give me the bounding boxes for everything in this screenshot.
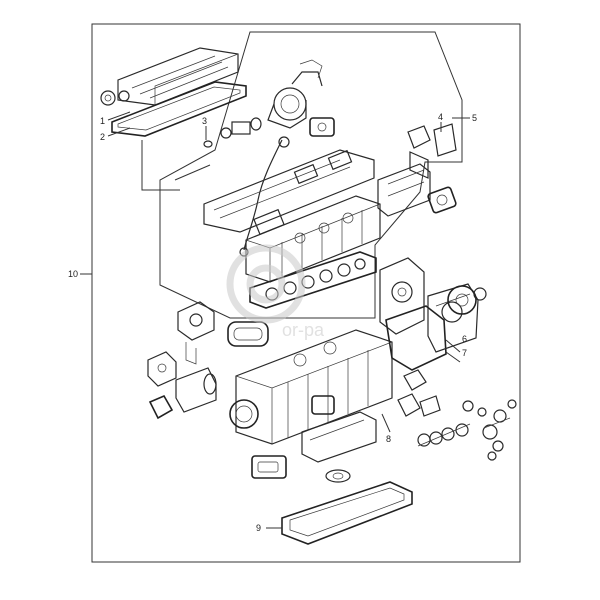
intake-flange-gasket: [427, 186, 457, 214]
water-pump-small: [147, 351, 177, 387]
engine-block: [235, 329, 393, 445]
oil-cooler-gasket: [447, 285, 487, 315]
timing-case-gasket: [385, 305, 447, 371]
intake-connector: [407, 123, 457, 179]
pickup-gasket: [251, 455, 287, 479]
callout-2: 2: [100, 132, 105, 142]
front-seal: [482, 417, 511, 461]
callout-9: 9: [256, 523, 261, 533]
timing-cover-seal: [229, 399, 259, 429]
starter-motor: [175, 367, 217, 413]
cylinder-head: [245, 195, 381, 283]
oil-cooler: [427, 283, 479, 353]
diagram-frame: [91, 23, 521, 563]
head-kit-outline: [159, 31, 463, 319]
starter-gasket: [148, 394, 174, 420]
turbocharger: [267, 59, 323, 129]
exhaust-manifold: [203, 149, 375, 233]
small-seal-set-3: [203, 117, 262, 148]
oil-seal-row: [417, 423, 471, 447]
turbo-gasket: [309, 117, 335, 137]
sump-cover: [301, 411, 377, 463]
callout-7: 7: [462, 348, 467, 358]
timing-case: [379, 257, 425, 335]
oil-pan-gasket: [281, 481, 413, 545]
rocker-cover-gasket: [111, 81, 247, 137]
watermark-logo: or-pa: [226, 244, 325, 340]
callout-6: 6: [462, 334, 467, 344]
callout-4: 4: [438, 112, 443, 122]
rocker-cover: [100, 47, 239, 106]
callout-3: 3: [202, 116, 207, 126]
oil-pump-seal: [325, 469, 351, 483]
side-cover-gasket: [311, 395, 335, 415]
intake-manifold: [377, 163, 431, 217]
thermostat-housing: [177, 301, 215, 365]
water-outlet-gasket: [227, 321, 269, 347]
callout-1: 1: [100, 116, 105, 126]
callout-10: 10: [68, 269, 78, 279]
valve-seal-set: [397, 369, 517, 423]
callout-8: 8: [386, 434, 391, 444]
watermark-text: or-pa: [282, 320, 325, 340]
callout-5: 5: [472, 113, 477, 123]
